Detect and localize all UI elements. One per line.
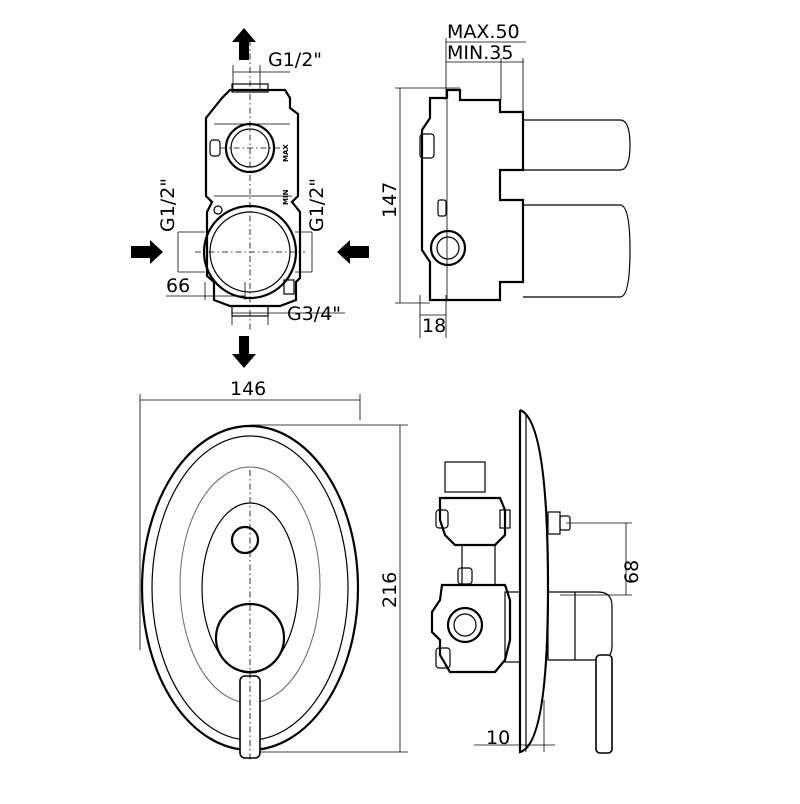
valve-body-front-view: MAX MIN G1/2" G1/2" G1/2" 66 G3/4" (131, 28, 369, 368)
cover-plate-front-view: 146 216 (139, 378, 408, 760)
valve-body-side-view: MAX.50 MIN.35 147 18 (379, 21, 631, 338)
offset-dimension-label: 66 (166, 275, 190, 297)
max-depth-label: MAX.50 (447, 21, 520, 43)
inlet-right-thread-label: G1/2" (306, 178, 328, 232)
plate-thickness-label: 10 (486, 727, 510, 749)
inlet-left-arrow (131, 240, 163, 264)
base-dimension-label: 18 (422, 315, 446, 337)
outlet-up-arrow (232, 28, 256, 60)
inlet-right-arrow (337, 240, 369, 264)
outlet-top-thread-label: G1/2" (268, 49, 322, 71)
body-mark-max: MAX (282, 144, 290, 162)
inlet-left-thread-label: G1/2" (157, 178, 179, 232)
outlet-down-arrow (232, 336, 256, 368)
body-mark-min: MIN (282, 189, 290, 205)
plate-height-label: 216 (379, 572, 401, 608)
plate-width-label: 146 (230, 378, 266, 400)
min-depth-label: MIN.35 (447, 42, 513, 64)
outlet-bottom-thread-label: G3/4" (287, 303, 341, 325)
assembled-side-view: 68 10 (430, 408, 643, 754)
knob-spacing-label: 68 (621, 560, 643, 584)
height-dimension-label: 147 (379, 182, 401, 218)
